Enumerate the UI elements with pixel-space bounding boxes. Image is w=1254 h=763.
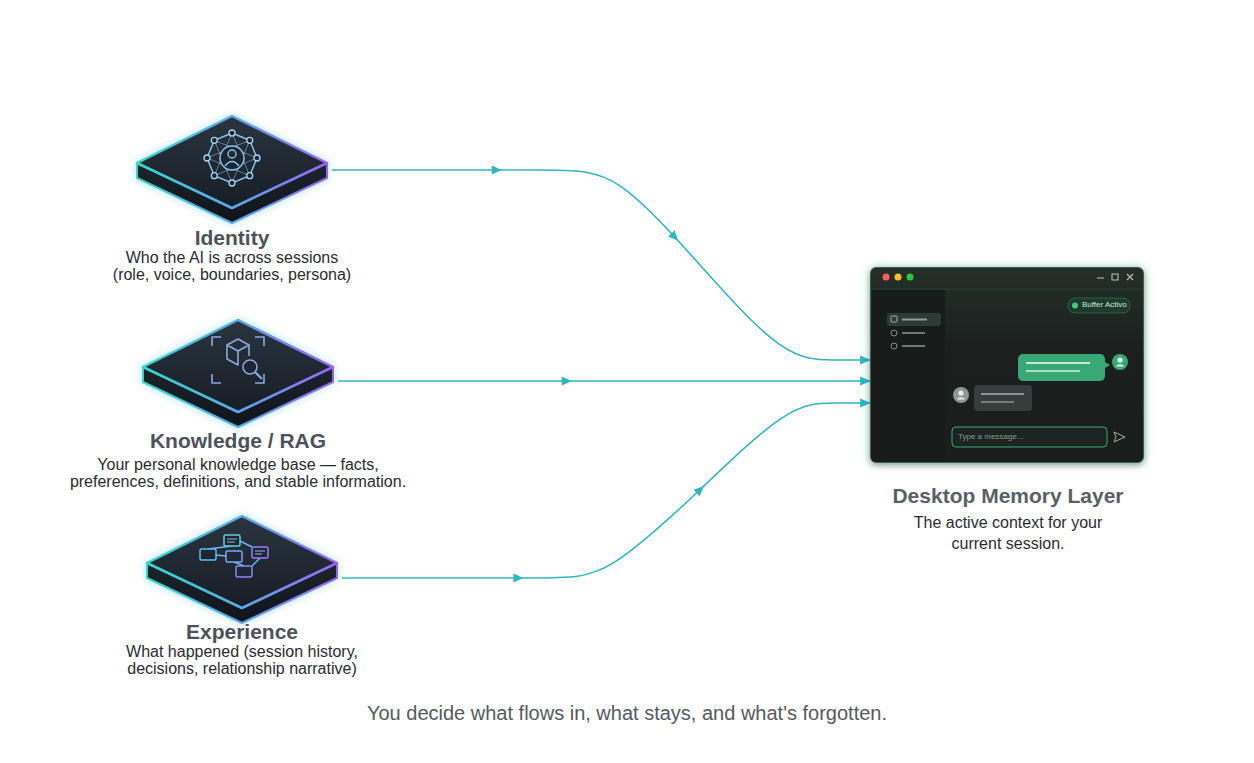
- input-placeholder: Type a message...: [958, 432, 1023, 441]
- identity-icon: [204, 130, 260, 186]
- message-input: [952, 427, 1107, 447]
- tile-shape: [142, 508, 342, 628]
- sidebar-icon: [891, 343, 897, 349]
- cube-right: [248, 345, 250, 356]
- person-head: [228, 150, 236, 158]
- flow-arrow: [513, 574, 523, 583]
- flow-box: [200, 549, 216, 560]
- magnifier-handle: [255, 372, 262, 379]
- knowledge-icon: [212, 337, 264, 383]
- tile-face: [147, 516, 337, 608]
- sidebar-line: [902, 332, 925, 334]
- network-dot: [211, 173, 217, 179]
- tile-title: Identity: [62, 226, 402, 250]
- network-dot: [247, 173, 253, 179]
- avatar-body: [1116, 364, 1125, 366]
- tile-description: Who the AI is across sessions (role, voi…: [109, 249, 355, 283]
- window-title: Desktop Memory Layer: [838, 484, 1178, 508]
- user-avatar: [1112, 354, 1128, 370]
- titlebar-divider: [871, 289, 1143, 290]
- network-ring: [207, 133, 257, 183]
- person-ring: [220, 146, 244, 170]
- sidebar-line: [902, 345, 925, 347]
- received-bubble: [974, 385, 1032, 411]
- flow-box-lines: [227, 539, 265, 554]
- flow-connector: [338, 380, 870, 382]
- window-dot: [895, 274, 902, 281]
- window-dot: [883, 274, 890, 281]
- cube-left: [227, 345, 238, 365]
- network-dot: [229, 180, 235, 186]
- window-dot: [907, 274, 914, 281]
- window-controls: [1097, 274, 1133, 280]
- flow-connector-group: [338, 377, 870, 386]
- tile-title: Knowledge / RAG: [68, 429, 408, 453]
- network-dots: [204, 130, 260, 186]
- flow-box: [224, 535, 240, 546]
- bubble-line: [1026, 362, 1090, 364]
- flow-arrow: [562, 377, 572, 386]
- flow-connector-group: [342, 403, 870, 583]
- sidebar-icon: [891, 316, 897, 322]
- network-dot: [204, 155, 210, 161]
- flow-arrow: [694, 483, 707, 496]
- window-description: The active context for your current sess…: [901, 512, 1116, 554]
- tile-shape: [138, 312, 338, 432]
- cube-top: [227, 339, 249, 351]
- sent-bubble: [1018, 354, 1105, 381]
- tile-face: [137, 116, 327, 208]
- network-dot: [254, 155, 260, 161]
- tile-description: Your personal knowledge base — facts, pr…: [61, 456, 416, 490]
- status-badge: [1068, 298, 1130, 313]
- network-dot: [229, 130, 235, 136]
- sidebar-item-active: [887, 313, 941, 326]
- bubble-tail: [1105, 362, 1110, 368]
- network-dot: [211, 137, 217, 143]
- memory-tile: ExperienceWhat happened (session history…: [142, 508, 342, 628]
- avatar-body: [957, 397, 966, 399]
- caption: You decide what flows in, what stays, an…: [0, 700, 1254, 726]
- bubble-line: [1026, 370, 1080, 372]
- flow-arrow: [668, 230, 681, 243]
- flow-box: [236, 566, 252, 577]
- person-body: [225, 162, 239, 167]
- flow-connector-group: [332, 166, 870, 361]
- avatar-head: [1117, 357, 1122, 362]
- flow-connector: [332, 170, 870, 360]
- flow-connector: [342, 403, 870, 578]
- experience-icon: [200, 535, 268, 577]
- avatar-head: [958, 390, 963, 395]
- network-dot: [247, 137, 253, 143]
- status-badge-text: Buffer Activo: [1082, 300, 1127, 309]
- sidebar-line: [902, 319, 927, 321]
- flow-box: [226, 551, 242, 562]
- bubble-line: [981, 401, 1014, 403]
- magnifier-lens: [243, 360, 257, 374]
- scan-brackets: [212, 337, 264, 383]
- tile-shape: [132, 108, 332, 228]
- memory-tile: Knowledge / RAGYour personal knowledge b…: [138, 312, 338, 432]
- bubble-line: [981, 393, 1024, 395]
- tile-description: What happened (session history, decision…: [111, 643, 373, 677]
- memory-tile: IdentityWho the AI is across sessions (r…: [132, 108, 332, 228]
- tile-title: Experience: [72, 620, 412, 644]
- network-links: [207, 133, 257, 183]
- tile-face: [143, 320, 333, 412]
- window-chrome: [871, 274, 1143, 462]
- sidebar-icon: [891, 330, 897, 336]
- assistant-avatar: [953, 387, 969, 403]
- flow-box: [252, 547, 268, 558]
- flow-arrow: [492, 166, 502, 175]
- sidebar: [872, 290, 945, 461]
- status-dot: [1072, 303, 1078, 309]
- send-icon: [1114, 432, 1125, 442]
- flow-links: [208, 541, 260, 566]
